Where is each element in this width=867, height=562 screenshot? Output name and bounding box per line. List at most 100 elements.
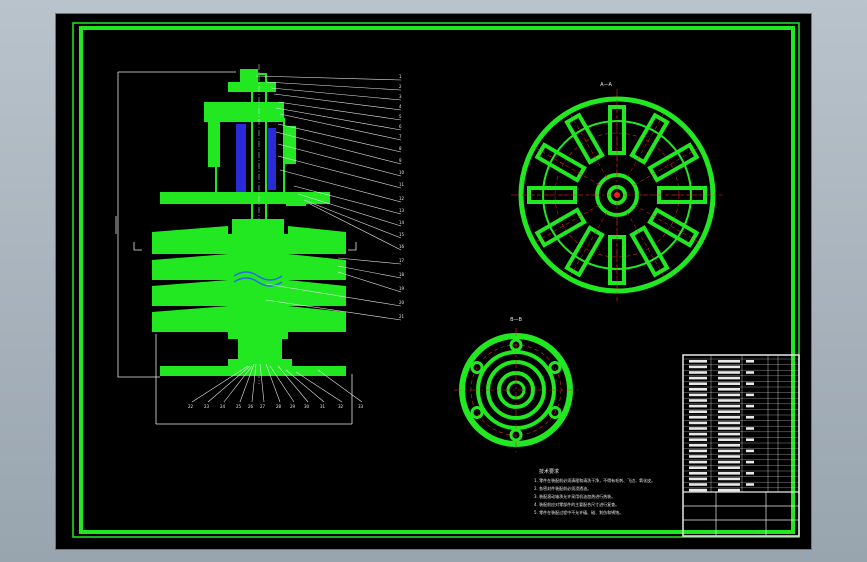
inner-border (79, 26, 795, 534)
parts-row-text (718, 427, 740, 430)
parts-row-text (718, 472, 740, 475)
parts-row-text (718, 449, 740, 453)
disc-slot (637, 186, 713, 204)
parts-row-text (746, 393, 754, 397)
parts-row-text (689, 488, 707, 492)
flange-bolt-hole (548, 361, 562, 374)
parts-row-text (689, 393, 707, 397)
svg-text:12: 12 (399, 196, 405, 201)
section-label-flange: B—B (510, 317, 522, 323)
technical-requirements: 技术要求 1. 零件在装配前必须清理和清洗干净，不得有毛刺、飞边、氧化皮。 2.… (534, 468, 655, 515)
parts-row-text (689, 371, 707, 374)
parts-row-text (689, 438, 707, 441)
flange-bolt-circle (470, 344, 562, 436)
svg-text:18: 18 (399, 272, 405, 277)
parts-row-text (718, 393, 740, 397)
tech-req-item-3: 3. 装配滚动轴承允许采用机油加热进行热装。 (534, 493, 615, 499)
disc-slot (564, 111, 608, 178)
disc-slot (626, 111, 670, 178)
svg-text:9: 9 (399, 158, 402, 163)
svg-text:26: 26 (248, 404, 254, 409)
svg-text:23: 23 (204, 404, 210, 409)
parts-row-text (746, 438, 754, 441)
tech-req-item-5: 5. 零件在装配过程中不允许磕、碰、划伤和锈蚀。 (534, 509, 623, 515)
parts-row-text (746, 460, 754, 464)
parts-row-text (689, 365, 707, 369)
disc-slot (608, 99, 626, 175)
parts-row-text (746, 404, 754, 408)
flange-view: B—B (454, 317, 578, 452)
disc-slot (634, 204, 701, 248)
parts-row-text (718, 477, 740, 481)
svg-text:6: 6 (399, 124, 402, 129)
svg-text:22: 22 (188, 404, 194, 409)
tech-req-item-4: 4. 装配前应对零部件的主要配合尺寸进行复查。 (534, 501, 619, 507)
svg-text:2: 2 (399, 84, 402, 89)
parts-row-text (718, 432, 740, 436)
svg-text:28: 28 (276, 404, 282, 409)
disc-slot (634, 142, 701, 186)
disc-slot (608, 215, 626, 291)
disc-slot (626, 212, 670, 279)
parts-row-text (746, 472, 754, 475)
title-block (682, 354, 800, 537)
parts-row-text (689, 455, 707, 458)
section-label-disc: A—A (600, 82, 612, 88)
parts-row-text (689, 449, 707, 453)
disc-center (614, 192, 620, 198)
svg-text:5: 5 (399, 114, 402, 119)
parts-row-text (718, 388, 740, 391)
parts-row-text (718, 416, 740, 419)
flange-bolt-hole (509, 338, 523, 352)
svg-text:16: 16 (399, 244, 405, 249)
parts-row-text (718, 421, 740, 425)
svg-text:14: 14 (399, 220, 405, 225)
parts-row-text (689, 472, 707, 475)
parts-row-text (718, 360, 740, 363)
parts-row-text (689, 483, 707, 486)
svg-text:13: 13 (399, 208, 405, 213)
parts-row-text (746, 371, 754, 374)
parts-row-text (689, 466, 707, 469)
assembly-section-view (115, 64, 357, 425)
parts-row-text (689, 399, 707, 402)
parts-row-text (689, 404, 707, 408)
parts-row-text (718, 483, 740, 486)
parts-row-text (689, 427, 707, 430)
parts-row-text (689, 382, 707, 385)
flange-bolt-hole (509, 428, 523, 442)
parts-row-text (746, 483, 754, 486)
parts-row-text (689, 432, 707, 436)
svg-text:10: 10 (399, 170, 405, 175)
parts-row-text (718, 404, 740, 408)
svg-text:21: 21 (399, 314, 405, 319)
svg-text:3: 3 (399, 94, 402, 99)
parts-row-text (718, 382, 740, 385)
parts-row-text (746, 416, 754, 419)
disc-slot (533, 142, 600, 186)
flange-bolt-hole (548, 406, 562, 419)
disc-slot (521, 186, 597, 204)
svg-text:11: 11 (399, 182, 405, 187)
disc-outer-rim (518, 96, 716, 294)
svg-text:1: 1 (399, 74, 402, 79)
disc-view: A—A (511, 82, 723, 301)
svg-text:15: 15 (399, 232, 405, 237)
parts-row-text (718, 410, 740, 413)
flange-bolt-hole (470, 406, 484, 419)
svg-text:17: 17 (399, 258, 405, 263)
flange-bolt-hole (470, 361, 484, 374)
parts-row-text (689, 410, 707, 413)
parts-row-text (718, 444, 740, 447)
parts-row-text (689, 360, 707, 363)
parts-row-text (689, 376, 707, 380)
parts-row-text (746, 449, 754, 453)
parts-row-text (718, 455, 740, 458)
parts-row-text (689, 477, 707, 481)
svg-text:29: 29 (290, 404, 296, 409)
parts-row-text (718, 371, 740, 374)
